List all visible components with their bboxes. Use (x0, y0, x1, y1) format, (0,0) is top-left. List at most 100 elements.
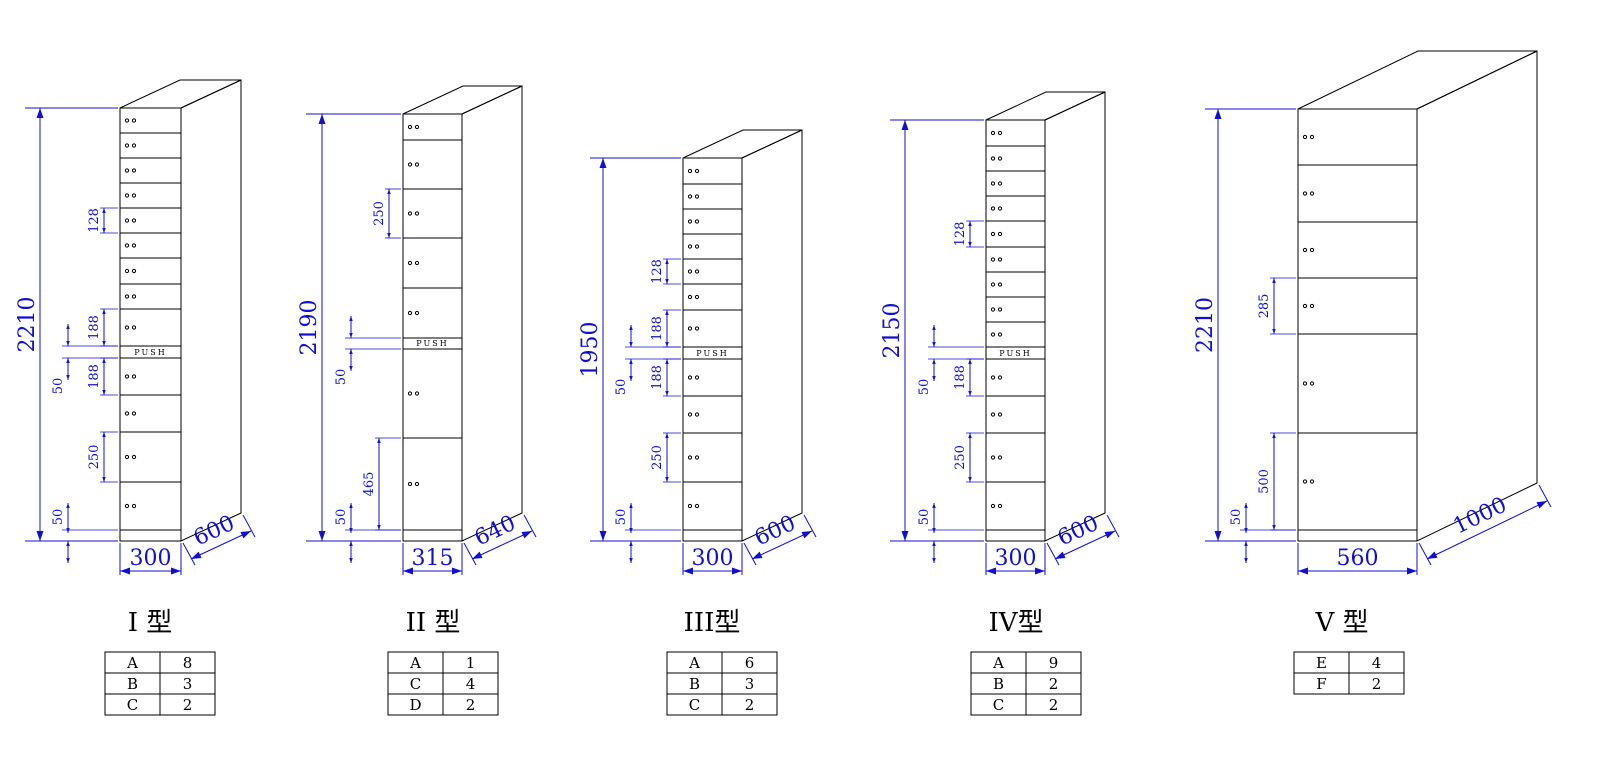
locker-top-face (985, 91, 1106, 121)
lock-knob (124, 243, 130, 248)
depth-label: 600 (190, 511, 239, 551)
lock-knob (694, 219, 700, 224)
sub-dimension-mid_upper-label: 188 (650, 316, 665, 341)
spec-table-count: 2 (1049, 675, 1059, 693)
extension-line (182, 542, 196, 566)
extension-line (523, 514, 537, 538)
extension-line (242, 514, 256, 538)
extension-line (1106, 514, 1120, 538)
lock-knob (997, 206, 1003, 211)
lock-knob (414, 481, 420, 487)
lock-knob (997, 156, 1003, 161)
spec-table-cell (1025, 693, 1082, 716)
sub-dimension-top-label: 285 (1257, 294, 1272, 319)
height-dimension-label: 2210 (15, 297, 40, 353)
spec-table-count: 6 (745, 654, 755, 672)
lock-knob (407, 391, 413, 396)
lock-knob (1309, 479, 1315, 484)
spec-table-key: E (1316, 654, 1327, 672)
push-dimension-label: 50 (614, 379, 629, 396)
locker-top-face (119, 79, 242, 109)
sub-dimension-bottom_door-label: 250 (650, 445, 665, 470)
spec-table-cell (442, 693, 499, 716)
sub-dimension-mid_upper-label: 188 (87, 315, 102, 340)
push-dimension-label: 50 (51, 378, 66, 395)
spec-table-count: 4 (466, 675, 476, 693)
lock-knob (990, 332, 996, 337)
lock-knob (1302, 381, 1308, 386)
base-dimension-label: 50 (1229, 509, 1244, 526)
lock-knob (1309, 191, 1315, 196)
spec-table-key: A (688, 654, 700, 672)
lock-knob (687, 326, 693, 331)
spec-table-key: C (127, 696, 138, 714)
spec-table-key: A (126, 654, 138, 672)
height-dimension-label: 2210 (1193, 297, 1218, 353)
lock-knob (131, 193, 137, 198)
spec-table-count: 4 (1372, 654, 1382, 672)
lock-knob (997, 455, 1003, 460)
spec-table-key: B (127, 675, 138, 693)
width-label: 300 (692, 546, 734, 571)
spec-table-count: 2 (745, 696, 755, 714)
sub-dimension-bottom_door-label: 465 (362, 472, 377, 497)
lock-knob (124, 503, 130, 509)
lock-knob (131, 503, 137, 509)
locker-type-title: V 型 (1314, 608, 1368, 638)
lock-knob (407, 124, 413, 130)
lock-knob (990, 455, 996, 460)
lock-knob (124, 454, 130, 460)
spec-table-cell (721, 693, 778, 716)
lock-knob (131, 168, 137, 173)
spec-table-count: 1 (466, 654, 476, 672)
lock-knob (131, 374, 137, 379)
push-label: PUSH (999, 349, 1031, 358)
lock-knob (1302, 247, 1308, 253)
height-dimension-label: 2190 (297, 300, 322, 356)
lock-knob (131, 218, 137, 223)
lock-knob (1309, 247, 1315, 253)
base-dimension-label: 50 (51, 509, 66, 526)
push-label: PUSH (696, 349, 728, 358)
depth-label: 1000 (1450, 493, 1511, 540)
lock-knob (687, 168, 693, 174)
lock-knob (414, 260, 420, 266)
lock-knob (131, 411, 137, 416)
lock-knob (997, 282, 1003, 287)
lock-knob (407, 162, 413, 167)
lock-knob (414, 310, 420, 316)
lock-knob (1309, 303, 1315, 309)
push-dimension-label: 50 (334, 369, 349, 386)
lock-knob (124, 218, 130, 223)
depth-dimension-line (190, 530, 252, 560)
lock-knob (687, 269, 693, 274)
lock-knob (687, 503, 693, 509)
lock-knob (124, 325, 130, 330)
lock-knob (124, 294, 130, 299)
lock-knob (997, 412, 1003, 417)
sub-dimension-bottom_door-label: 500 (1257, 469, 1272, 494)
lock-knob (990, 307, 996, 312)
lock-knob (407, 211, 413, 216)
spec-table-key: A (992, 654, 1004, 672)
spec-table-key: A (409, 654, 421, 672)
spec-table-count: 9 (1049, 654, 1059, 672)
height-dimension-label: 1950 (578, 322, 603, 378)
depth-dimension-line (1426, 500, 1548, 560)
lock-knob (1302, 191, 1308, 196)
lock-knob (694, 168, 700, 174)
lock-knob (997, 503, 1003, 509)
lock-knob (414, 162, 420, 167)
lock-knob (694, 412, 700, 417)
lock-knob (124, 168, 130, 173)
spec-table-key: F (1316, 675, 1326, 693)
lock-knob (997, 307, 1003, 312)
spec-table-count: 2 (183, 696, 193, 714)
lock-knob (414, 124, 420, 130)
spec-table-cell (1348, 672, 1405, 695)
